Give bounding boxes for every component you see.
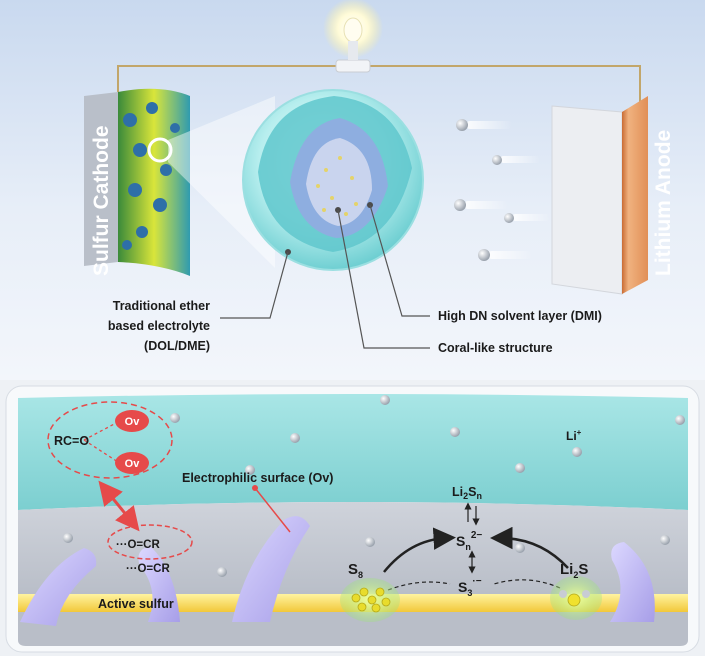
circuit-wire: [117, 65, 641, 112]
ocr-label-1: ···O=CR: [116, 539, 160, 551]
electrophilic-pointer-dot: [252, 485, 258, 491]
electrolyte-label-line1: Traditional ether: [113, 299, 210, 313]
rco-label: RC=O: [54, 434, 89, 448]
sn2-label: Sn2−: [456, 530, 482, 552]
electrolyte-label-line2: based electrolyte: [108, 319, 210, 333]
rco-ov-group: [47, 401, 173, 479]
solvent-interface-layer: [18, 502, 688, 594]
ov-label-1: Ov: [125, 416, 141, 428]
li-ion: [456, 119, 468, 131]
li2s-to-sn-arrow: [490, 526, 569, 569]
active-sulfur-label: Active sulfur: [98, 597, 174, 611]
bulb-base: [348, 41, 358, 60]
zoom-cone: [168, 96, 275, 268]
ov-site-2: [115, 452, 149, 474]
s8-molecule-icon: [351, 587, 391, 613]
coral-branches: [20, 516, 655, 626]
li2s-sulfur-icon: [567, 593, 581, 607]
cathode-highlight-ring: [147, 137, 173, 163]
anode-face: [551, 105, 623, 295]
li-plus-label: Li+: [566, 428, 582, 443]
lithium-ions-top: [454, 119, 550, 261]
s8-to-sn-arrow: [383, 527, 456, 573]
li-ion: [504, 213, 514, 223]
s8-label: S8: [348, 561, 363, 580]
li2s-li-icon: [582, 590, 590, 598]
cathode-label: Sulfur Cathode: [90, 126, 113, 277]
li-ion: [492, 155, 502, 165]
callout-line-electrolyte: [220, 251, 289, 319]
lithium-anode: Lithium Anode: [551, 96, 675, 295]
ocr-label-2: ···O=CR: [126, 563, 170, 575]
substrate-layer: [18, 612, 688, 646]
exchange-arrow: [98, 480, 140, 532]
cathode-face: [118, 88, 190, 276]
coral-structure-label: Coral-like structure: [438, 341, 553, 355]
ov-label-2: Ov: [125, 458, 141, 470]
solvent-layer-label: High DN solvent layer (DMI): [438, 309, 602, 323]
ov-site-1: [115, 410, 149, 432]
zoom-bubble: [242, 89, 424, 271]
li-ion: [454, 199, 466, 211]
sulfur-cathode: Sulfur Cathode: [84, 88, 190, 277]
s8-s3-dashed: [387, 581, 451, 591]
ocr-group: [107, 524, 193, 560]
coordination-line: [83, 439, 119, 463]
electrophilic-pointer: [254, 487, 291, 533]
light-bulb-icon: [343, 17, 363, 43]
anode-label: Lithium Anode: [652, 130, 675, 276]
top-panel: Sulfur Cathode: [0, 0, 705, 380]
lithium-ions-bottom: [63, 395, 685, 577]
electrophilic-label: Electrophilic surface (Ov): [182, 471, 333, 485]
li2s-li-icon: [559, 590, 567, 598]
coordination-line: [83, 421, 119, 441]
callout-line-solvent: [369, 204, 430, 317]
li-ion: [478, 249, 490, 261]
cathode-particles: [122, 102, 180, 250]
coral-texture: [316, 156, 358, 216]
cathode-side: [84, 92, 118, 266]
electrolyte-layer: [18, 394, 688, 510]
li2sn-label: Li2Sn: [452, 485, 482, 501]
callout-line-coral: [337, 209, 430, 349]
li2s-label: Li2S: [560, 561, 588, 580]
bottom-panel: Ov Ov RC=O ···O=CR ···O=CR Electrophilic…: [0, 380, 705, 656]
bulb-socket: [335, 59, 371, 73]
s3-label: S3·−: [458, 576, 482, 598]
anode-copper-side: [622, 96, 648, 294]
electrolyte-label-line3: (DOL/DME): [144, 339, 210, 353]
